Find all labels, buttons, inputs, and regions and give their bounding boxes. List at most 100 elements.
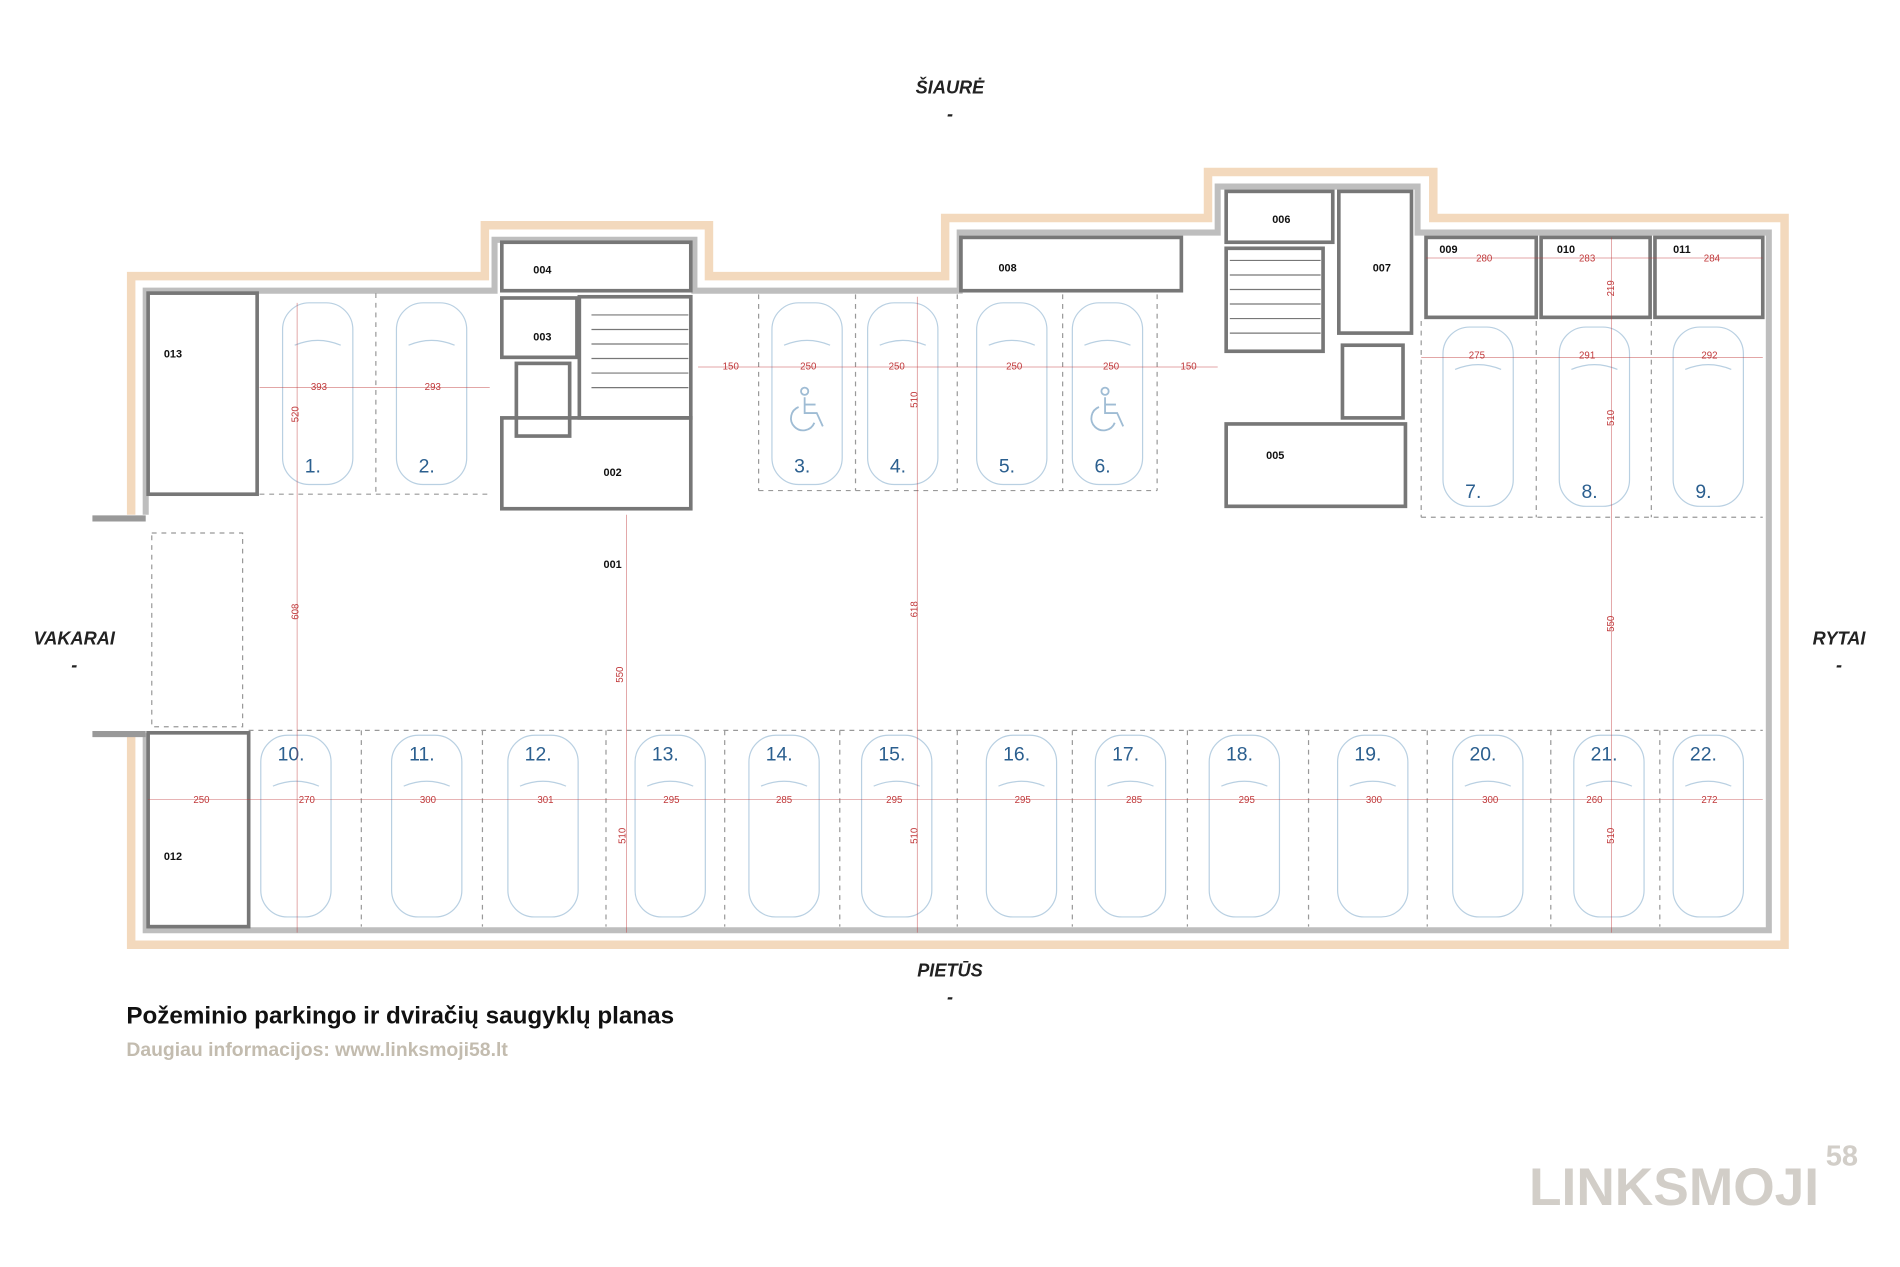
windshield-icon: [646, 780, 694, 787]
room-label-005: 005: [1266, 450, 1284, 462]
windshield-icon: [272, 780, 320, 787]
parking-spot-16[interactable]: 16.: [985, 734, 1058, 918]
room-wall: [959, 235, 1184, 293]
logo-superscript: 58: [1826, 1140, 1858, 1172]
windshield-icon: [879, 339, 927, 346]
parking-spot-5[interactable]: 5.: [976, 302, 1048, 486]
windshield-icon: [988, 339, 1036, 346]
compass-north-marker: -: [947, 104, 953, 124]
spot-number: 16.: [1003, 744, 1030, 766]
parking-spot-8[interactable]: 8.: [1558, 326, 1631, 507]
dimension-label: 520: [290, 406, 301, 423]
wheelchair-icon: [790, 386, 824, 432]
parking-spot-9[interactable]: 9.: [1672, 326, 1744, 507]
room-label-008: 008: [998, 262, 1016, 274]
parking-spot-18[interactable]: 18.: [1208, 734, 1281, 918]
parking-spot-2[interactable]: 2.: [395, 302, 468, 486]
windshield-icon: [998, 780, 1045, 787]
car-outline-icon: [985, 734, 1058, 918]
car-outline-icon: [976, 302, 1048, 486]
dimension-label: 510: [617, 827, 628, 844]
parking-spot-21[interactable]: 21.: [1573, 734, 1645, 918]
dimension-label: 260: [1586, 795, 1603, 806]
dimension-label: 150: [1181, 361, 1198, 372]
spot-number: 10.: [278, 744, 305, 766]
spot-number: 19.: [1354, 744, 1381, 766]
room-wall: [1539, 235, 1652, 320]
spot-number: 5.: [999, 455, 1015, 477]
dimension-label: 250: [1103, 361, 1120, 372]
parking-spot-15[interactable]: 15.: [860, 734, 933, 918]
spot-number: 15.: [878, 744, 905, 766]
spot-number: 2.: [419, 455, 435, 477]
dimension-label: 300: [420, 795, 437, 806]
parking-spot-1[interactable]: 1.: [281, 302, 354, 486]
room-wall: [514, 361, 572, 438]
dimension-label: 550: [1606, 615, 1617, 632]
dimension-label: 285: [1126, 795, 1142, 806]
parking-spot-22[interactable]: 22.: [1672, 734, 1744, 918]
room-label-003: 003: [533, 331, 551, 343]
parking-spot-3[interactable]: 3.: [771, 302, 843, 486]
windshield-icon: [760, 780, 808, 787]
dimension-label: 275: [1469, 351, 1485, 362]
compass-west: VAKARAI: [34, 628, 116, 648]
car-outline-icon: [1573, 734, 1645, 918]
spot-number: 8.: [1581, 481, 1597, 503]
spot-number: 6.: [1095, 455, 1111, 477]
car-outline-icon: [1442, 326, 1514, 507]
dimension-label: 219: [1606, 280, 1617, 296]
windshield-icon: [294, 339, 341, 346]
windshield-icon: [1585, 780, 1633, 787]
parking-spot-6[interactable]: 6.: [1071, 302, 1144, 486]
room-wall: [1424, 235, 1539, 320]
outer-wall-outline: [126, 167, 1789, 950]
car-outline-icon: [860, 734, 933, 918]
car-outline-icon: [867, 302, 939, 486]
parking-spot-17[interactable]: 17.: [1094, 734, 1167, 918]
parking-spot-4[interactable]: 4.: [867, 302, 939, 486]
spot-number: 17.: [1112, 744, 1139, 766]
room-label-012: 012: [164, 851, 182, 863]
windshield-icon: [403, 780, 450, 787]
room-label-010: 010: [1557, 244, 1575, 256]
room-label-006: 006: [1272, 214, 1290, 226]
parking-spot-7[interactable]: 7.: [1442, 326, 1514, 507]
car-outline-icon: [1208, 734, 1281, 918]
parking-spot-19[interactable]: 19.: [1337, 734, 1409, 918]
room-wall: [500, 240, 693, 293]
car-outline-icon: [771, 302, 843, 486]
room-wall: [1224, 189, 1335, 245]
dimension-label: 300: [1482, 795, 1499, 806]
parking-spot-12[interactable]: 12.: [507, 734, 579, 918]
info-link[interactable]: Daugiau informacijos: www.linksmoji58.lt: [126, 1039, 508, 1061]
dimension-label: 150: [723, 361, 740, 372]
dimension-label: 295: [1015, 795, 1031, 806]
compass-east: RYTAI: [1813, 628, 1867, 648]
spot-number: 20.: [1469, 744, 1496, 766]
inner-wall: [142, 183, 1772, 934]
room-label-002: 002: [604, 467, 622, 479]
parking-spot-13[interactable]: 13.: [634, 734, 706, 918]
windshield-icon: [873, 780, 920, 787]
room-label-013: 013: [164, 348, 182, 360]
parking-spot-20[interactable]: 20.: [1452, 734, 1524, 918]
windshield-icon: [1571, 363, 1618, 370]
plan-title: Požeminio parkingo ir dviračių saugyklų …: [126, 1003, 674, 1030]
room-wall: [1337, 189, 1414, 335]
parking-spot-10[interactable]: 10.: [260, 734, 332, 918]
dimension-label: 301: [537, 795, 553, 806]
dimension-label: 284: [1704, 254, 1721, 265]
room-label-009: 009: [1439, 244, 1457, 256]
car-outline-icon: [507, 734, 579, 918]
spot-number: 22.: [1690, 744, 1717, 766]
linksmoji-logo: LINKSMOJI 58: [1529, 1140, 1858, 1217]
dimension-label: 608: [290, 604, 301, 620]
spot-number: 11.: [409, 744, 435, 766]
parking-spot-11[interactable]: 11.: [390, 734, 463, 918]
spot-number: 1.: [305, 455, 321, 477]
parking-spot-14[interactable]: 14.: [748, 734, 820, 918]
room-wall: [1653, 235, 1765, 320]
